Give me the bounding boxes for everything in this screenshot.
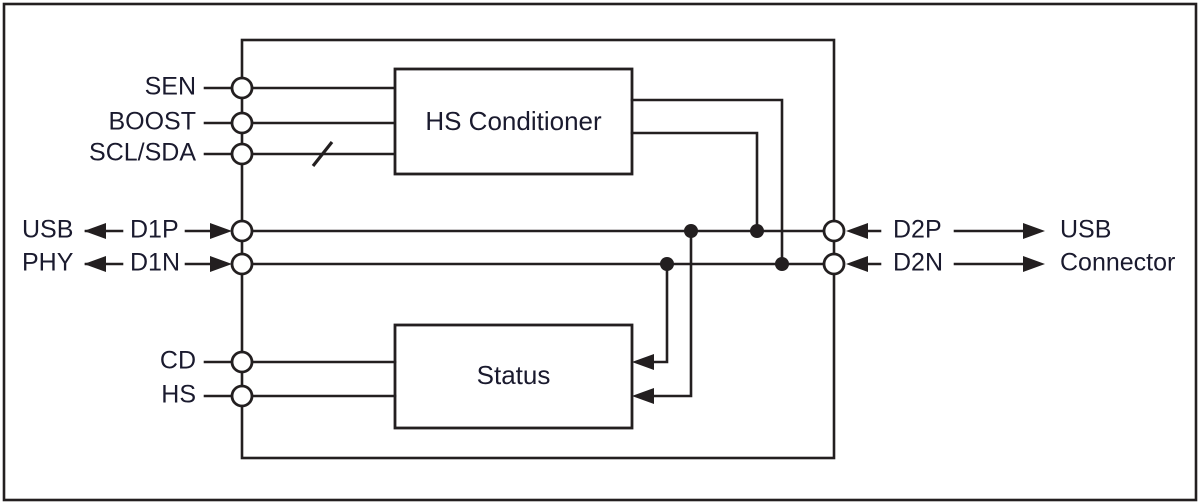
pin-circle-scl-sda[interactable]: [230, 142, 254, 166]
pin-circle-d1n[interactable]: [230, 252, 254, 276]
arrowhead-d1p-to-chip: [210, 223, 232, 239]
pin-label-d1n: D1N: [130, 249, 180, 277]
arrowhead-d2p-to-chip: [846, 223, 868, 239]
wire-tap-d2n-to-status: [643, 262, 669, 364]
pin-circle-d1p[interactable]: [230, 219, 254, 243]
arrowhead-d1n-to-chip: [210, 256, 232, 272]
arrowhead-d1n-to-phy: [84, 256, 106, 272]
outer-label-usb-right: USB: [1060, 216, 1111, 244]
pin-label-scl-sda: SCL/SDA: [89, 139, 196, 167]
pin-label-d2p: D2P: [893, 216, 942, 244]
chip-outline: [240, 38, 836, 460]
arrowhead-d2p-to-usb: [1023, 223, 1045, 239]
arrowhead-status-input-lower: [632, 388, 654, 404]
pin-circle-sen[interactable]: [230, 76, 254, 100]
outer-label-usb-left: USB: [22, 216, 73, 244]
arrowhead-d2n-to-connector: [1023, 256, 1045, 272]
pin-circle-d2p[interactable]: [822, 219, 846, 243]
junction-dot-d2n-tap: [660, 257, 674, 271]
wire-conditioner-out-1-to-d2n: [630, 98, 784, 266]
pin-label-sen: SEN: [145, 73, 196, 101]
pin-label-d1p: D1P: [130, 216, 179, 244]
pin-circle-hs[interactable]: [230, 384, 254, 408]
junction-dot-d2p-cond: [750, 224, 764, 238]
pin-circle-cd[interactable]: [230, 350, 254, 374]
outer-label-phy-left: PHY: [22, 249, 74, 277]
pin-label-hs: HS: [161, 381, 196, 409]
pin-circle-boost[interactable]: [230, 111, 254, 135]
bus-slash-icon: [311, 141, 334, 167]
pin-label-cd: CD: [160, 347, 196, 375]
pin-circle-d2n[interactable]: [822, 252, 846, 276]
pin-label-boost: BOOST: [108, 108, 196, 136]
arrowhead-d2n-to-chip: [846, 256, 868, 272]
hs-conditioner-block: [393, 67, 634, 176]
wire-conditioner-out-2-to-d2p: [630, 131, 759, 233]
hs-conditioner-label: HS Conditioner: [425, 106, 602, 136]
arrowhead-status-input-upper: [632, 354, 654, 370]
status-block: [393, 323, 634, 430]
junction-dot-d2n-cond: [775, 257, 789, 271]
pin-label-d2n: D2N: [893, 249, 943, 277]
wire-tap-d2p-to-status: [643, 229, 693, 398]
status-label: Status: [477, 360, 551, 390]
outer-label-connector-right: Connector: [1060, 249, 1175, 277]
arrowhead-d1p-to-usb: [84, 223, 106, 239]
junction-dot-d2p-tap: [684, 224, 698, 238]
